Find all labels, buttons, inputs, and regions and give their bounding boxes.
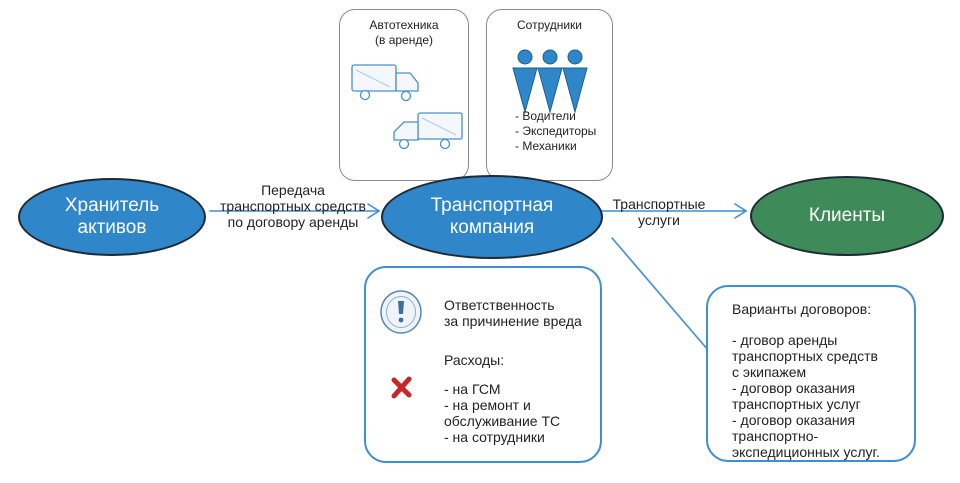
contract-item-lease-crew: - дговор аренды транспортных средств с э…: [732, 332, 878, 380]
truck-icon: [351, 64, 419, 102]
staff-icons: [512, 49, 588, 114]
truck-icons: [351, 64, 463, 150]
person-icon: [512, 49, 538, 114]
contracts-title: Варианты договоров:: [732, 301, 872, 317]
node-asset-holder: Хранитель активов: [18, 178, 206, 256]
liability-responsibility: Ответственность за причинение вреда: [444, 297, 582, 329]
staff-item-mechanics: - Механики: [515, 139, 577, 153]
node-transport-company: Транспортная компания: [381, 175, 603, 259]
edge-label-services: Транспортные услуги: [612, 196, 706, 228]
exclamation-icon: [380, 290, 422, 334]
contract-item-transport: - договор оказания транспортных услуг: [732, 380, 861, 412]
expense-item-fuel: - на ГСМ: [444, 381, 501, 397]
liability-box: Ответственность за причинение вреда Расх…: [364, 266, 602, 463]
liability-icons: [380, 290, 422, 399]
cross-icon: [391, 376, 412, 399]
person-icon: [562, 49, 588, 114]
services-arrow-head: [734, 203, 748, 219]
staff-item-forwarders: - Экспедиторы: [515, 124, 597, 138]
staff-box-title: Сотрудники: [517, 18, 582, 32]
expense-item-repair: - на ремонт и обслуживание ТС: [444, 397, 561, 429]
expense-item-staff: - на сотрудники: [444, 429, 545, 445]
node-clients-label: Клиенты: [808, 205, 886, 226]
vehicles-box-title: Автотехника (в аренде): [369, 18, 439, 47]
contract-item-forwarding: - договор оказания транспортно- экспедиц…: [732, 412, 880, 460]
person-icon: [537, 49, 563, 114]
node-clients: Клиенты: [750, 176, 944, 256]
expenses-title: Расходы:: [444, 352, 505, 368]
lease-arrow-head: [367, 203, 381, 219]
staff-item-drivers: - Водители: [515, 109, 576, 123]
staff-box: Сотрудники - Водители - Экспедиторы - Ме…: [486, 9, 613, 181]
truck-icon: [393, 112, 463, 150]
node-asset-holder-label: Хранитель активов: [64, 195, 160, 238]
edge-label-lease: Передача транспортных средств по договор…: [220, 182, 366, 230]
contracts-box: Варианты договоров: - дговор аренды тран…: [706, 285, 916, 462]
node-transport-company-label: Транспортная компания: [430, 195, 554, 238]
vehicles-box: Автотехника (в аренде): [339, 9, 469, 181]
